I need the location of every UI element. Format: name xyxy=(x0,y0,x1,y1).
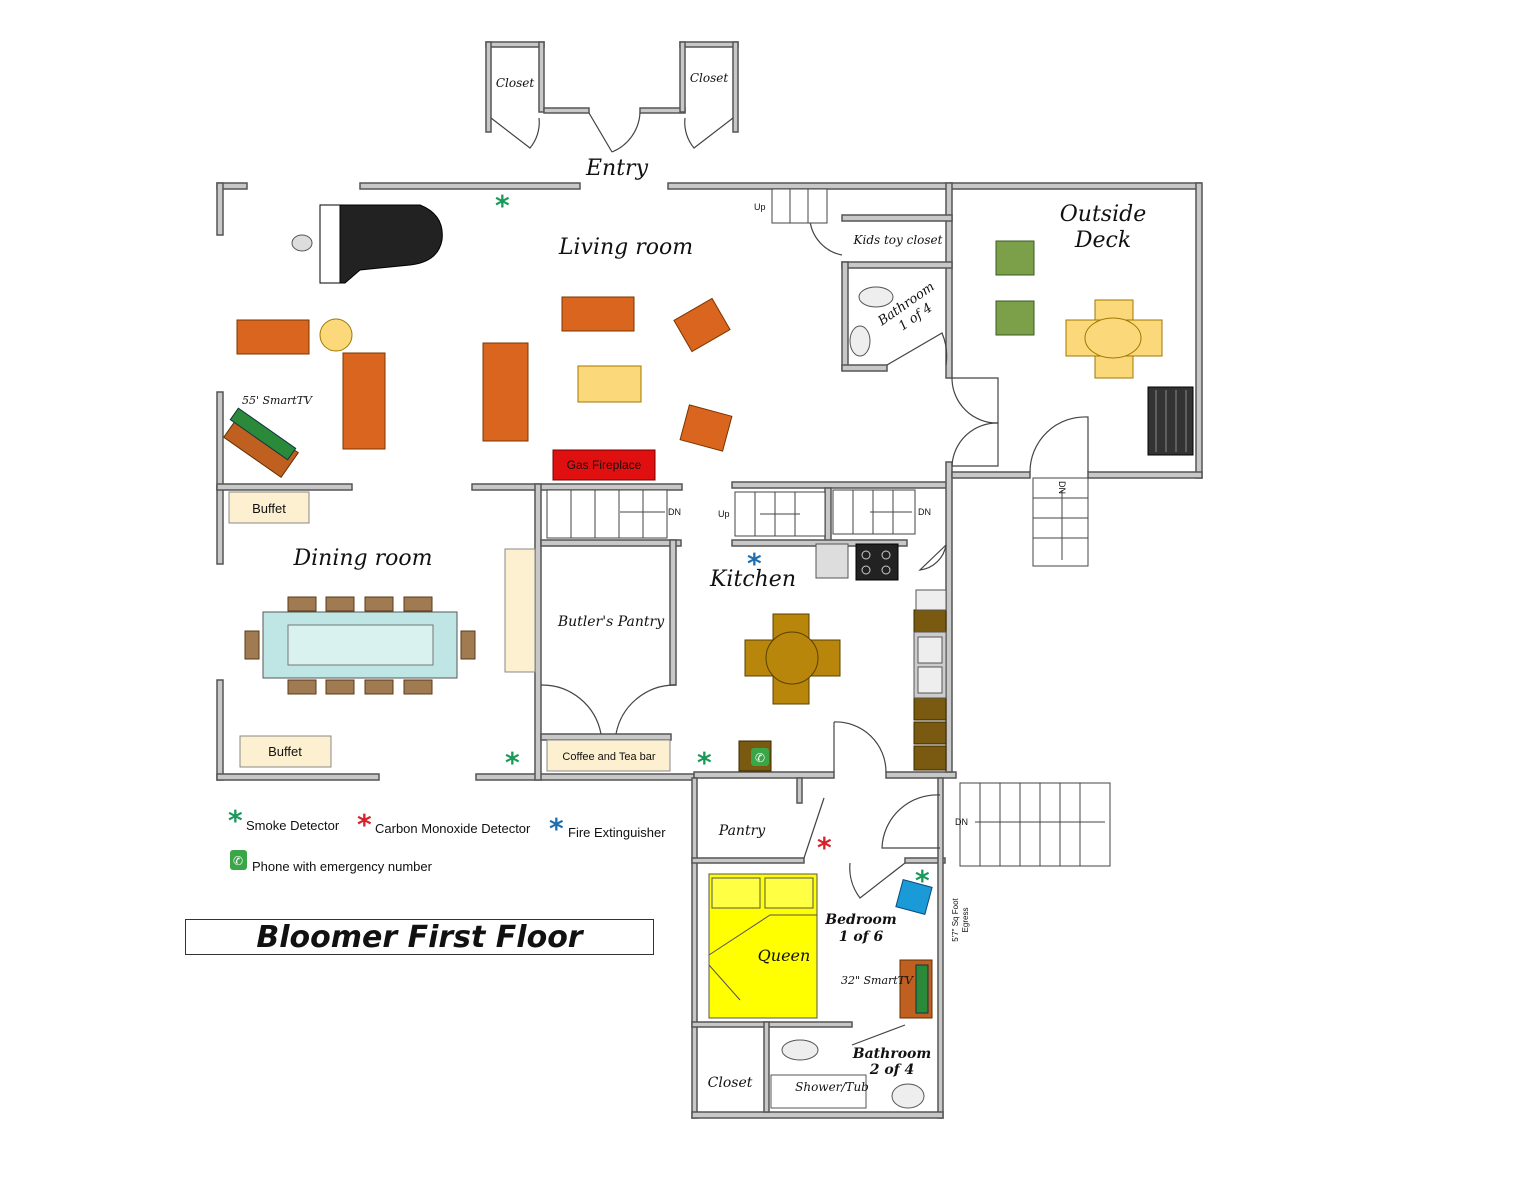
kids-toy-closet-label: Kids toy closet xyxy=(853,233,943,247)
coffee-tea-bar-label: Coffee and Tea bar xyxy=(562,751,656,763)
detectors: * * * * * * xyxy=(495,189,930,897)
living-room-label: Living room xyxy=(558,235,693,260)
bath-sink-icon xyxy=(849,325,871,357)
shower-tub-icon xyxy=(770,1074,867,1109)
toilet-icon xyxy=(858,286,894,308)
up-kitchen-label: Up xyxy=(718,509,730,519)
buffet-bottom-label: Buffet xyxy=(268,744,302,759)
sofa-icon xyxy=(236,296,635,450)
stove-icon xyxy=(855,543,899,581)
svg-text:✆: ✆ xyxy=(755,751,765,765)
dn-dining-label: DN xyxy=(668,507,681,517)
svg-text:✆: ✆ xyxy=(233,854,243,868)
entry-label: Entry xyxy=(585,156,649,181)
room-labels: Entry Closet Closet Living room Outside … xyxy=(293,71,1147,1091)
dn-bedroom-label: DN xyxy=(955,817,968,827)
phone-icon: ✆ xyxy=(738,740,772,772)
outside-deck-label-2: Deck xyxy=(1074,228,1131,253)
pantry-label: Pantry xyxy=(718,823,766,839)
bathroom-2-label-1: Bathroom xyxy=(852,1046,931,1062)
smoke-detector-icon: * xyxy=(505,746,520,779)
deck-chair-icon xyxy=(995,240,1035,336)
dn-kitchen-label: DN xyxy=(918,507,931,517)
sink-icon xyxy=(913,631,947,699)
bedroom-label-1: Bedroom xyxy=(824,912,896,928)
coffee-tea-bar xyxy=(546,739,671,772)
egress-label-2: Egress xyxy=(961,908,970,933)
fire-extinguisher-icon: * xyxy=(747,547,762,580)
grand-piano-icon xyxy=(291,204,443,284)
kitchen-label: Kitchen xyxy=(709,567,796,592)
legend-extinguisher-icon: * xyxy=(549,812,564,845)
side-table-icon xyxy=(319,318,353,352)
legend-co-label: Carbon Monoxide Detector xyxy=(375,821,531,836)
bedroom-chair-icon xyxy=(895,878,933,916)
bathroom-2-label-2: 2 of 4 xyxy=(869,1062,915,1078)
legend-co-icon: * xyxy=(357,808,372,841)
legend-phone-icon: ✆ xyxy=(230,850,247,870)
dn-deck-label: DN xyxy=(1057,481,1067,494)
legend: * Smoke Detector * Carbon Monoxide Detec… xyxy=(228,804,666,874)
sideboard xyxy=(504,548,536,673)
smoke-detector-icon: * xyxy=(697,746,712,779)
toilet-2-icon xyxy=(781,1039,819,1061)
dining-table-icon xyxy=(244,596,476,695)
tv-icon xyxy=(223,407,299,479)
walls xyxy=(216,41,1203,1119)
co-detector-icon: * xyxy=(817,831,832,864)
legend-smoke-label: Smoke Detector xyxy=(246,818,340,833)
tv-32-icon xyxy=(899,959,933,1019)
legend-extinguisher-label: Fire Extinguisher xyxy=(568,825,666,840)
buffet-top xyxy=(228,491,310,524)
tv-55-label: 55' SmartTV xyxy=(242,394,313,407)
closet-right-label: Closet xyxy=(690,71,729,85)
tv-32-label: 32" SmartTV xyxy=(841,974,914,987)
stair-labels: Up DN Up DN DN DN xyxy=(668,202,1067,827)
dishwasher-icon xyxy=(915,589,947,611)
closet-bottom-label: Closet xyxy=(708,1075,753,1091)
smoke-detector-icon: * xyxy=(495,189,510,222)
page-title: Bloomer First Floor xyxy=(185,919,654,955)
dining-room-label: Dining room xyxy=(293,546,433,571)
shower-tub-label: Shower/Tub xyxy=(795,1080,869,1094)
furniture: ✆ xyxy=(223,204,1194,1109)
smoke-detector-icon: * xyxy=(915,864,930,897)
queen-label: Queen xyxy=(758,946,811,965)
bath-sink-2-icon xyxy=(891,1083,925,1109)
outside-deck-label-1: Outside xyxy=(1060,202,1146,227)
armchair-icon xyxy=(673,297,733,452)
kitchen-table-icon xyxy=(744,613,841,705)
fixture-labels: 55' SmartTV Gas Fireplace Buffet Buffet … xyxy=(242,394,970,1094)
bedroom-label-2: 1 of 6 xyxy=(839,929,884,945)
legend-phone-label: Phone with emergency number xyxy=(252,859,433,874)
legend-smoke-icon: * xyxy=(228,804,243,837)
stairs xyxy=(546,188,1111,867)
fridge-icon xyxy=(815,543,849,579)
closet-left-label: Closet xyxy=(496,76,535,90)
egress-label-1: 5'7" Sq Foot xyxy=(951,897,960,941)
doors xyxy=(490,112,1089,1046)
gas-fireplace xyxy=(552,449,656,481)
counter-icon xyxy=(913,609,947,771)
deck-table-icon xyxy=(1065,299,1163,379)
queen-bed-icon xyxy=(708,873,818,1019)
coffee-table-icon xyxy=(577,365,642,403)
buffet-bottom xyxy=(239,735,332,768)
gas-fireplace-label: Gas Fireplace xyxy=(567,458,642,472)
grill-icon xyxy=(1147,386,1194,456)
butlers-pantry-label: Butler's Pantry xyxy=(557,614,665,630)
up-living-label: Up xyxy=(754,202,766,212)
buffet-top-label: Buffet xyxy=(252,501,286,516)
